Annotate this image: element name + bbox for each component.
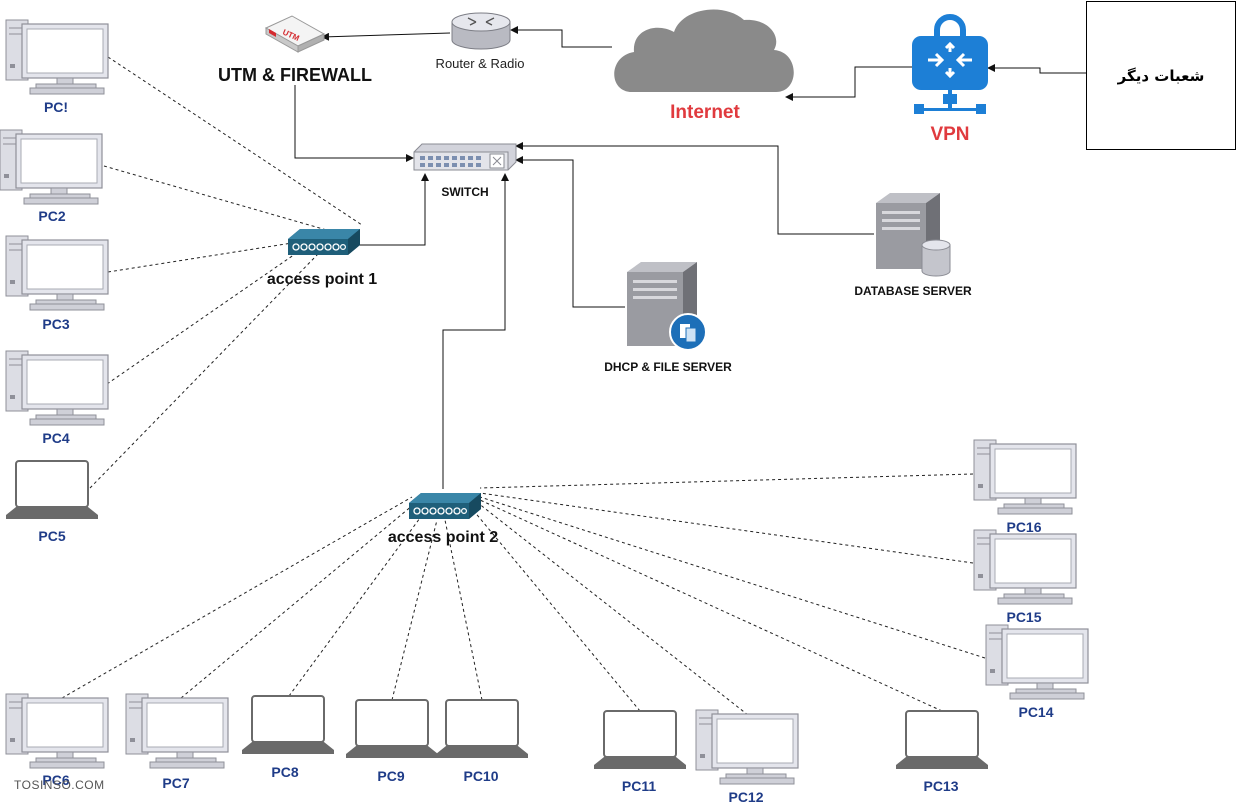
switch-label: SWITCH — [441, 185, 489, 199]
other-branches-box: شعبات دیگر — [1086, 1, 1236, 150]
pc12-desktop-icon — [695, 709, 799, 785]
pc9-label: PC9 — [377, 768, 405, 784]
pc15-desktop-icon — [973, 529, 1077, 605]
pc12-label: PC12 — [728, 789, 764, 805]
router-label: Router & Radio — [435, 56, 525, 71]
watermark: TOSINSO.COM — [14, 778, 105, 792]
pc10-label: PC10 — [463, 768, 499, 784]
utm-firewall-icon: UTM — [264, 15, 326, 53]
pc3-label: PC3 — [42, 316, 70, 332]
pc9-laptop-icon — [345, 699, 439, 759]
pc11-label: PC11 — [621, 778, 657, 794]
pc5-label: PC5 — [38, 528, 66, 544]
pc8-laptop-icon — [241, 695, 335, 755]
access-point-1-icon — [287, 228, 361, 256]
pc8-label: PC8 — [271, 764, 299, 780]
pc2-desktop-icon — [0, 129, 103, 205]
pc14-label: PC14 — [1018, 704, 1054, 720]
link-db-switch — [515, 142, 874, 235]
vpn-icon — [912, 14, 988, 114]
pc14-desktop-icon — [985, 624, 1089, 700]
link-ap1-switch — [357, 173, 429, 246]
access-point-2-label: access point 2 — [387, 529, 499, 546]
link-utm-switch — [294, 85, 414, 162]
link-internet-router — [510, 26, 612, 48]
dhcp-file-server-icon — [627, 262, 707, 351]
database-server-label: DATABASE SERVER — [854, 284, 972, 298]
pc10-laptop-icon — [435, 699, 529, 759]
pc2-label: PC2 — [38, 208, 66, 224]
pc7-desktop-icon — [125, 693, 229, 769]
pc6-desktop-icon — [5, 693, 109, 769]
database-server-icon — [876, 193, 951, 277]
pc7-label: PC7 — [162, 775, 190, 791]
pc6-label: PC6 — [42, 772, 70, 788]
switch-icon — [413, 143, 517, 171]
pc3-desktop-icon — [5, 235, 109, 311]
pc11-laptop-icon — [593, 710, 687, 770]
utm-firewall-label: UTM & FIREWALL — [218, 65, 372, 85]
access-point-2-icon — [408, 492, 482, 520]
link-vpn-internet — [785, 66, 912, 101]
other-branches-label: شعبات دیگر — [1117, 66, 1205, 85]
access-point-1-label: access point 1 — [266, 271, 378, 288]
router-icon — [451, 12, 511, 50]
link-router-utm — [321, 32, 451, 41]
pc4-desktop-icon — [5, 350, 109, 426]
pc5-laptop-icon — [5, 460, 99, 520]
link-branches-vpn — [987, 64, 1086, 74]
pc1-desktop-icon — [5, 19, 109, 95]
internet-label: Internet — [670, 102, 740, 123]
vpn-label: VPN — [930, 124, 970, 145]
pc1-label: PC! — [43, 99, 69, 115]
pc4-label: PC4 — [42, 430, 70, 446]
internet-cloud-icon — [614, 9, 794, 93]
pc13-laptop-icon — [895, 710, 989, 770]
wired-links — [294, 26, 1086, 489]
pc13-label: PC13 — [923, 778, 959, 794]
pc16-label: PC16 — [1006, 519, 1042, 535]
wireless-links — [61, 56, 986, 716]
pc15-label: PC15 — [1006, 609, 1042, 625]
dhcp-file-server-label: DHCP & FILE SERVER — [604, 360, 732, 374]
pc16-desktop-icon — [973, 439, 1077, 515]
link-ap2-switch — [442, 173, 509, 489]
link-dhcp-switch — [515, 156, 625, 308]
